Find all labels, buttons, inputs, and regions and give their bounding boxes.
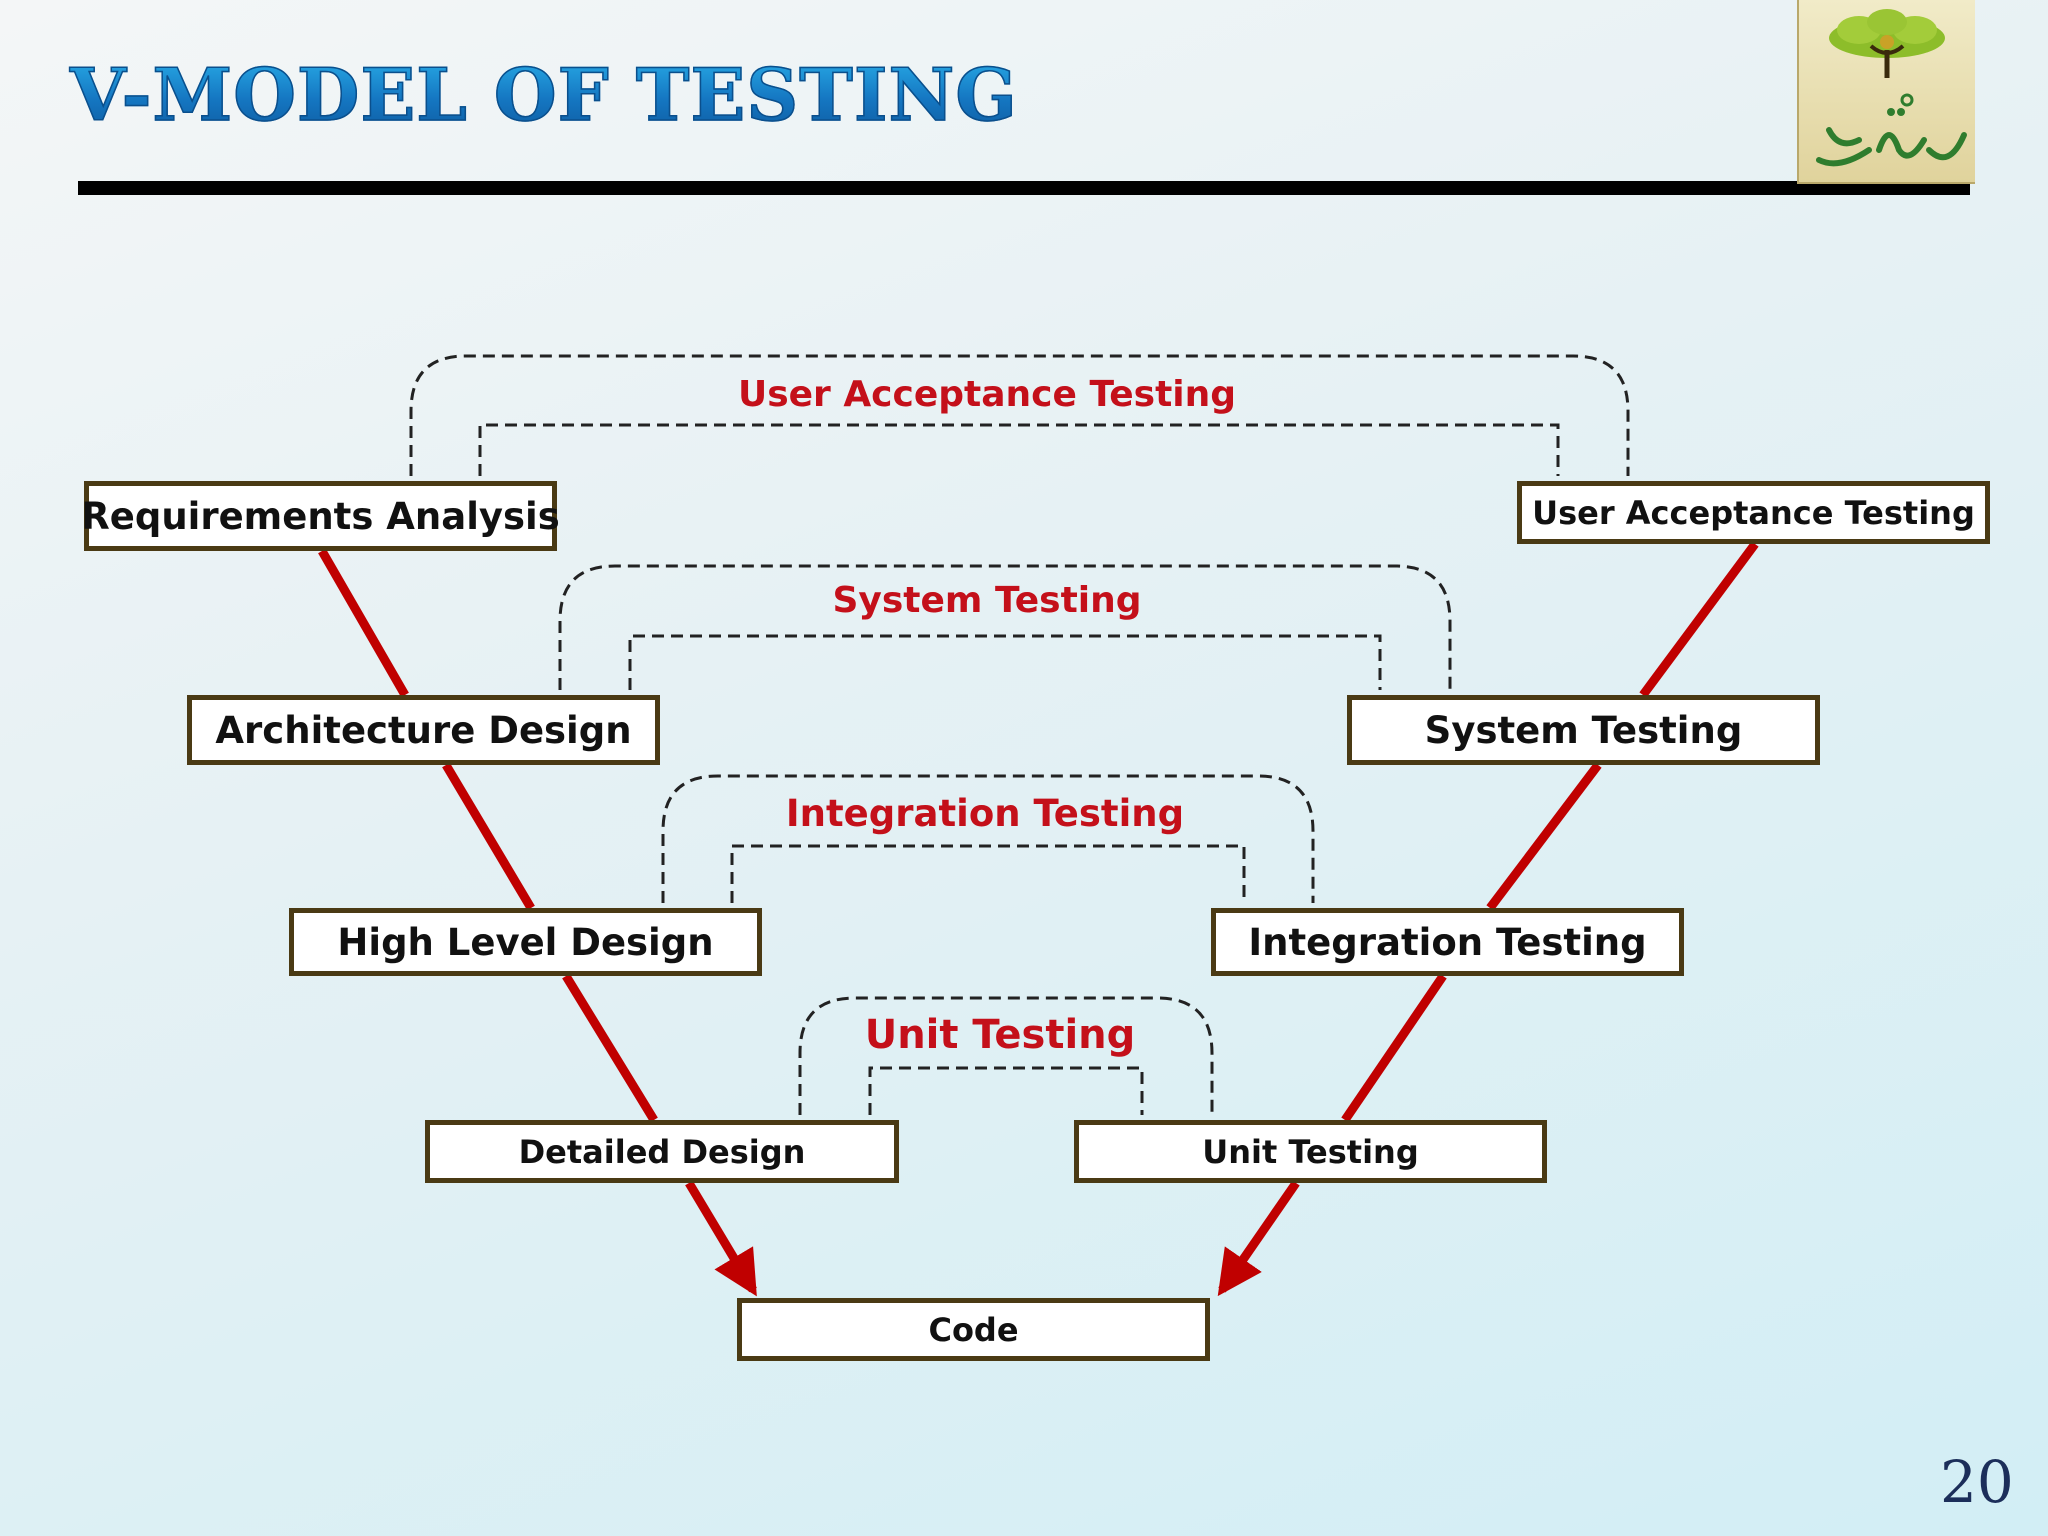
tree-figure-logo-icon — [1797, 0, 1975, 184]
right-node-box: System Testing — [1347, 695, 1820, 765]
right-arrow-to-code — [1217, 1180, 1300, 1297]
test-loop-inner-dashed-line — [478, 423, 1560, 476]
right-connector-arrow-line — [1341, 973, 1447, 1123]
code-node-box: Code — [737, 1298, 1210, 1361]
right-node-box: Integration Testing — [1211, 908, 1684, 976]
left-node-box: Requirements Analysis — [81, 481, 560, 551]
left-node-box: Architecture Design — [187, 695, 660, 765]
right-node-box: Unit Testing — [1074, 1120, 1547, 1183]
right-connector-arrow-line — [1639, 541, 1759, 698]
left-arrow-to-code — [685, 1180, 757, 1297]
left-node-box: High Level Design — [289, 908, 762, 976]
test-loop-label: Unit Testing — [864, 1012, 1136, 1058]
test-loop-label: Integration Testing — [785, 792, 1185, 835]
right-node-box: User Acceptance Testing — [1517, 481, 1990, 544]
test-loop-inner-dashed-line — [868, 1066, 1144, 1115]
test-loop-label: System Testing — [832, 580, 1142, 621]
left-node-box: Detailed Design — [425, 1120, 899, 1183]
left-connector-arrow-line — [318, 548, 409, 698]
slide-title: V-MODEL OF TESTING — [69, 51, 1018, 138]
test-loop-inner-dashed-line — [730, 844, 1246, 903]
test-loop-outer-dashed-line — [409, 354, 1630, 476]
left-connector-arrow-line — [562, 973, 658, 1123]
page-number: 20 — [1940, 1448, 2014, 1516]
test-loop-outer-dashed-line — [661, 774, 1315, 903]
test-loop-inner-dashed-line — [628, 634, 1382, 690]
right-connector-arrow-line — [1486, 762, 1602, 911]
title-underline — [78, 181, 1970, 195]
test-loop-label: User Acceptance Testing — [737, 374, 1237, 415]
test-loop-outer-dashed-line — [798, 996, 1214, 1115]
left-connector-arrow-line — [442, 762, 535, 911]
